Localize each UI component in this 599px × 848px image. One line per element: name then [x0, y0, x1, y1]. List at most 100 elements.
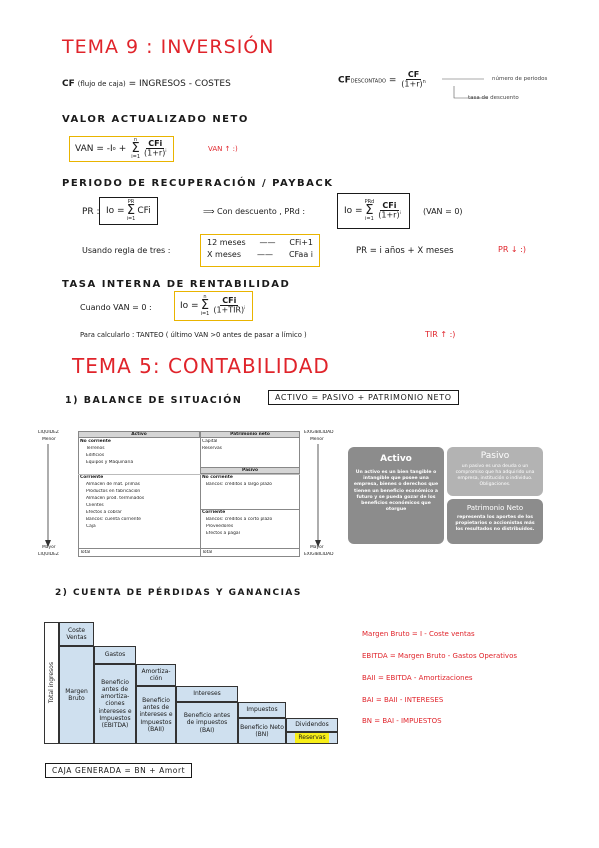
- pasivo-concept-box: Pasivo un pasivo es una deuda o un compr…: [447, 447, 543, 496]
- row-line: [78, 548, 300, 549]
- total-right: Total: [202, 550, 213, 555]
- note-rate: tasa de descuento: [468, 95, 519, 101]
- coste-ventas-block: Coste Ventas: [59, 622, 94, 646]
- exig-top: EXIGIBILIDAD: [304, 430, 334, 435]
- note-periods: número de periodos: [492, 76, 548, 82]
- mayor-right: Mayor: [310, 545, 324, 550]
- cfd-den: (1+r): [401, 80, 423, 90]
- caja-generada-box: CAJA GENERADA = BN + Amort: [45, 763, 193, 778]
- prd-sum-bottom: i=1: [365, 216, 374, 223]
- liquidez-top: LIQUIDEZ: [38, 430, 59, 435]
- mayor-left: Mayor: [42, 545, 56, 550]
- prd-fraction: CFi (1+r)i: [376, 200, 402, 220]
- van-heading: VALOR ACTUALIZADO NETO: [62, 114, 249, 125]
- pasivo-c-item: Proveedores: [206, 524, 234, 529]
- exig-arrow: [315, 444, 321, 547]
- van-sum-bottom: i=1: [131, 154, 141, 161]
- pasivo-c-item: Efectos a pagar: [206, 531, 241, 536]
- tir-condition: Cuando VAN = 0 :: [80, 303, 152, 312]
- pr-formula: Io =: [106, 206, 125, 216]
- van-frac-exp: i: [165, 148, 167, 154]
- tir-fraction: CFi (1+TIR)i: [211, 296, 247, 315]
- regla-row-1: 12 meses——CFi+1: [207, 238, 313, 247]
- cfd-fraction: CF (1+r)n: [399, 70, 428, 90]
- pn-item: Reservas: [202, 446, 222, 451]
- margen-bruto-block: Margen Bruto: [59, 646, 94, 744]
- pasivo-concept-desc: un pasivo es una deuda o un compromiso q…: [455, 464, 535, 487]
- activo-c-item: Caja: [86, 524, 96, 529]
- pasivo-concept-title: Pasivo: [480, 451, 510, 461]
- activo-concept-desc: Un activo es un bien tangible o intangib…: [353, 470, 439, 513]
- pr-arrow: ⟹ Con descuento , PRd :: [203, 207, 306, 216]
- formula-bai: BAI = BAII - INTERESES: [362, 696, 444, 704]
- tir-note: TIR ↑ :): [425, 330, 456, 339]
- pr-note: PR ↓ :): [498, 245, 526, 254]
- regla-row1-right: CFi+1: [289, 238, 313, 247]
- row-line: [78, 474, 300, 475]
- activo-c-item: Productos en fabricación: [86, 489, 141, 494]
- pyg-heading: 2) CUENTA DE PÉRDIDAS Y GANANCIAS: [55, 588, 302, 598]
- regla-row2-left: X meses: [207, 250, 241, 259]
- activo-c-item: Bancos: cuenta corriente: [86, 517, 141, 522]
- van-sum-top: n: [134, 137, 138, 144]
- tir-formula: Io =: [180, 301, 199, 311]
- cfd-label: CF: [338, 75, 351, 86]
- balance-equation: ACTIVO = PASIVO + PATRIMONIO NETO: [268, 390, 459, 405]
- regla-row1-left: 12 meses: [207, 238, 246, 247]
- cf-definition: CF (flujo de caja) = INGRESOS - COSTES: [62, 79, 231, 89]
- prd-sum-top: PRd: [364, 199, 375, 206]
- payback-heading: PERIODO DE RECUPERACIÓN / PAYBACK: [62, 178, 334, 189]
- total-left: Total: [80, 550, 91, 555]
- gastos-block: Gastos: [94, 646, 136, 664]
- tir-sum-top: n: [203, 294, 207, 301]
- cfd-exp: n: [422, 79, 426, 86]
- menor-left: Menor: [42, 437, 56, 442]
- balance-table: LIQUIDEZ Menor Mayor LIQUIDEZ EXIGIBILID…: [38, 428, 336, 558]
- formula-ebitda: EBITDA = Margen Bruto - Gastos Operativo…: [362, 652, 518, 660]
- van-fraction: CFi (1+r)i: [142, 138, 168, 158]
- prd-condition: (VAN = 0): [423, 207, 463, 216]
- tir-calc: Para calcularlo : TANTEO ( último VAN >0…: [80, 331, 307, 339]
- cf-rhs: = INGRESOS - COSTES: [128, 79, 231, 89]
- balance-divider: [200, 431, 201, 557]
- cf-descontado: CFDESCONTADO = CF (1+r)n: [338, 70, 428, 90]
- balance-frame: [78, 431, 300, 557]
- amortizacion-block: Amortiza-ción: [136, 664, 176, 686]
- pn-concept-box: Patrimonio Neto representa los aportes d…: [447, 499, 543, 544]
- prd-frac-num: CFi: [380, 200, 399, 212]
- prd-formula: Io =: [344, 206, 363, 216]
- tir-frac-den: (1+TIR): [213, 305, 245, 315]
- van-frac-den: (1+r): [144, 148, 166, 158]
- ebitda-block: Beneficio antes de amortiza-ciones inter…: [94, 664, 136, 744]
- balance-heading: 1) BALANCE DE SITUACIÓN: [65, 395, 243, 406]
- activo-nc-item: Equipos y Maquinaria: [86, 460, 134, 465]
- tir-sum-bottom: i=1: [200, 311, 210, 318]
- formula-margen-bruto: Margen Bruto = I - Coste ventas: [362, 630, 475, 638]
- cfd-num: CF: [405, 70, 422, 81]
- van-note: VAN ↑ :): [208, 145, 238, 153]
- exig-bottom: EXIGIBILIDAD: [304, 552, 334, 557]
- cfd-sub: DESCONTADO: [350, 78, 386, 85]
- activo-c-item: Almacén prod. terminados: [86, 496, 145, 501]
- van-lhs: VAN = -I: [75, 144, 113, 154]
- regla-row2-right: CFaa i: [288, 250, 313, 259]
- activo-c-item: Almacén de mat. primas: [86, 482, 140, 487]
- bai-block: Beneficio antes de impuestos (BAI): [176, 702, 238, 744]
- activo-corriente: Corriente: [80, 475, 104, 480]
- pn-item: Capital: [202, 439, 218, 444]
- van-sub: o: [112, 146, 116, 152]
- liquidez-bottom: LIQUIDEZ: [38, 552, 59, 557]
- pn-concept-desc: representa los aportes de los propietari…: [455, 515, 535, 532]
- dividendos-block: Dividendos: [286, 718, 338, 732]
- pasivo-nc-item: Bancos: créditos a largo plazo: [206, 482, 272, 487]
- regla-box: 12 meses——CFi+1 X meses——CFaa i: [200, 234, 320, 267]
- activo-c-item: Efectos a cobrar: [86, 510, 122, 515]
- menor-right: Menor: [310, 437, 324, 442]
- van-frac-num: CFi: [146, 138, 165, 150]
